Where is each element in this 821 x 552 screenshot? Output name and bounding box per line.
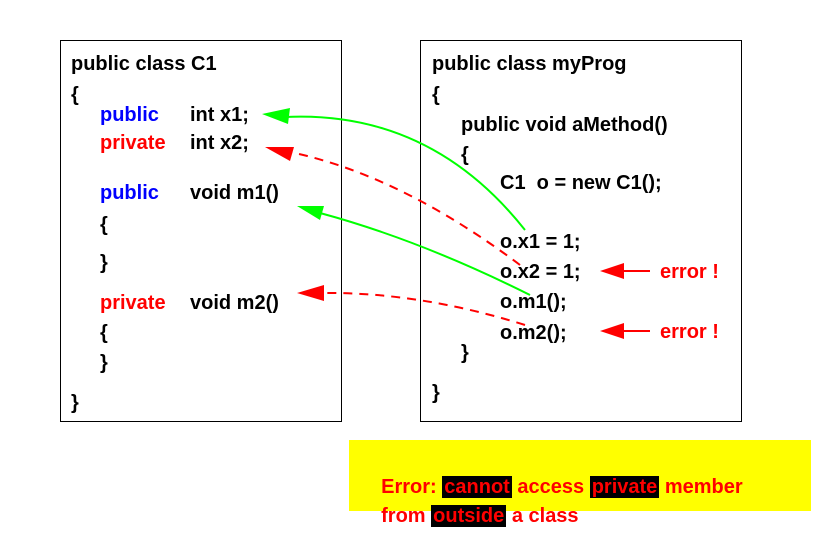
- c1-close-brace: }: [71, 392, 79, 414]
- m1-open: {: [100, 214, 108, 236]
- note-word: Error:: [381, 476, 437, 498]
- x2-modifier: private: [100, 132, 166, 154]
- m1-modifier: public: [100, 182, 159, 204]
- method-close: }: [461, 342, 469, 364]
- note-highlight: outside: [431, 505, 507, 527]
- error-note: Error: cannot access private member from…: [349, 440, 811, 527]
- arrow-m1-allowed: [297, 206, 531, 296]
- error-pointer-x2: [600, 263, 650, 279]
- myprog-open: {: [432, 84, 440, 106]
- code-line: o.x1 = 1;: [500, 231, 581, 253]
- method-open: {: [461, 144, 469, 166]
- note-word: member: [664, 476, 743, 498]
- class-myprog-box: [420, 40, 742, 422]
- m1-decl: void m1(): [190, 182, 279, 204]
- note-word: a class: [511, 505, 579, 527]
- x1-decl: int x1;: [190, 104, 249, 126]
- m1-close: }: [100, 252, 108, 274]
- access-arrows: [262, 108, 650, 339]
- m2-open: {: [100, 322, 108, 344]
- note-word: from: [381, 505, 426, 527]
- c1-header: public class C1: [71, 53, 217, 75]
- myprog-header: public class myProg: [432, 53, 627, 75]
- note-highlight: cannot: [442, 476, 512, 498]
- arrow-x2-denied: [265, 147, 521, 266]
- code-line: o.m2();: [500, 322, 567, 344]
- error-label-x2: error !: [660, 261, 719, 283]
- class-c1-box: [60, 40, 342, 422]
- arrow-x1-allowed: [262, 108, 526, 231]
- method-header: public void aMethod(): [461, 114, 668, 136]
- code-line: o.m1();: [500, 291, 567, 313]
- m2-modifier: private: [100, 292, 166, 314]
- code-line: o.x2 = 1;: [500, 261, 581, 283]
- error-label-m2: error !: [660, 321, 719, 343]
- note-highlight: private: [589, 476, 660, 498]
- x2-decl: int x2;: [190, 132, 249, 154]
- c1-open-brace: {: [71, 84, 79, 106]
- error-pointer-m2: [600, 323, 650, 339]
- myprog-close: }: [432, 382, 440, 404]
- note-word: access: [517, 476, 585, 498]
- code-line: C1 o = new C1();: [500, 172, 662, 194]
- m2-close: }: [100, 352, 108, 374]
- x1-modifier: public: [100, 104, 159, 126]
- m2-decl: void m2(): [190, 292, 279, 314]
- arrow-m2-denied: [297, 285, 526, 326]
